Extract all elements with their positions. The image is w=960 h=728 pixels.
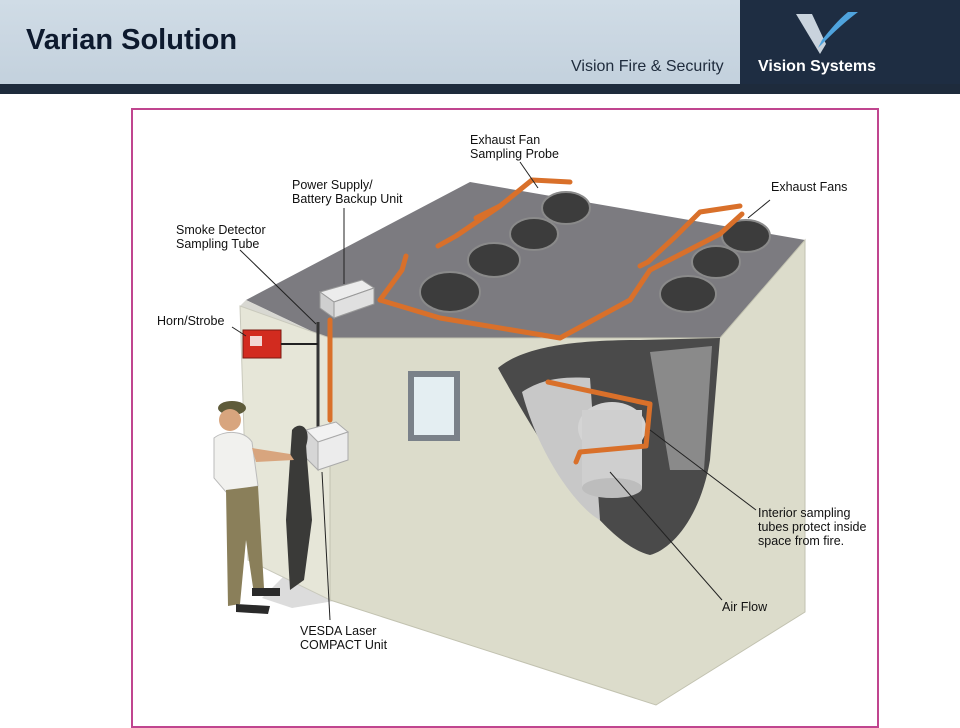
vision-logo-icon: [796, 12, 858, 54]
technician-figure: [213, 401, 294, 614]
label-exhaust-fans: Exhaust Fans: [771, 180, 848, 194]
logo-block: Vision Systems: [740, 0, 960, 84]
company-name: Vision Fire & Security: [571, 58, 724, 75]
label-air-flow: Air Flow: [722, 600, 768, 614]
label-smoke-detector: Smoke Detector Sampling Tube: [176, 223, 266, 251]
person-shadow: [286, 425, 312, 590]
logo-text: Vision Systems: [758, 58, 876, 75]
label-interior-tubes: Interior sampling tubes protect inside s…: [758, 506, 867, 548]
label-power-supply: Power Supply/ Battery Backup Unit: [292, 178, 403, 206]
vesda-unit: [305, 421, 350, 472]
label-exhaust-fan-probe: Exhaust Fan Sampling Probe: [470, 133, 559, 161]
label-vesda: VESDA Laser COMPACT Unit: [300, 624, 388, 652]
exhaust-fans: [419, 191, 771, 313]
label-horn-strobe: Horn/Strobe: [157, 314, 225, 328]
header-rule: [0, 84, 960, 94]
label-leaders: [231, 161, 771, 621]
power-supply-unit: [318, 279, 376, 319]
slide-title: Varian Solution: [26, 24, 238, 56]
sampling-pipes: [327, 177, 745, 465]
